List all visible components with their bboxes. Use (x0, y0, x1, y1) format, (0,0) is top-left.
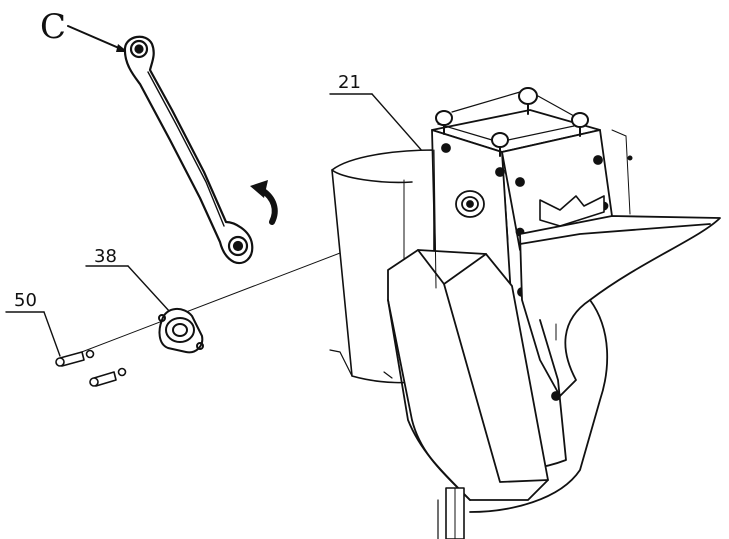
detail-lines (433, 129, 633, 289)
sawtooth-plate (539, 195, 605, 227)
label-50: 50 (14, 290, 37, 311)
inclined-front-chute (387, 249, 549, 501)
bearing-flange (158, 308, 204, 354)
support-post (437, 487, 465, 539)
bolt-upper (55, 349, 95, 367)
wrench-arm (123, 35, 254, 265)
label-38: 38 (94, 246, 117, 267)
leader-50 (43, 311, 61, 357)
label-21: 21 (338, 72, 361, 93)
rotation-arrow-icon (250, 180, 278, 225)
bolt-lower (89, 367, 127, 387)
label-c: C (40, 7, 66, 47)
leader-38 (127, 265, 171, 313)
lifting-eye-bolts (435, 87, 589, 157)
